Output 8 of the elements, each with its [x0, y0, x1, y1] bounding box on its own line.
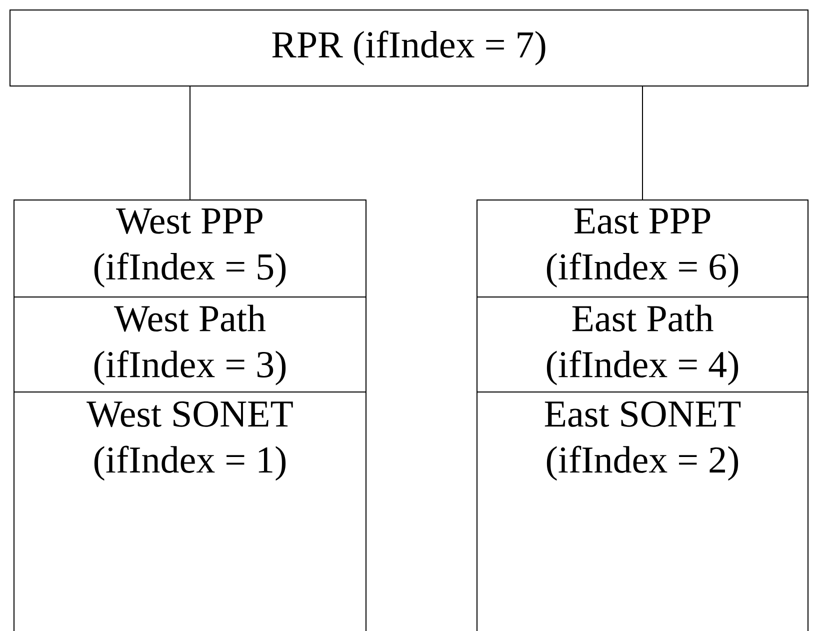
title-box: RPR (ifIndex = 7)	[10, 10, 808, 86]
layer-box: West SONET (ifIndex = 1)	[14, 392, 366, 631]
layer-box: West Path (ifIndex = 3)	[14, 296, 366, 392]
layer-box: East Path (ifIndex = 4)	[476, 296, 808, 392]
layer-box: East PPP (ifIndex = 6)	[476, 200, 808, 298]
layer-box: East SONET (ifIndex = 2)	[476, 392, 808, 631]
layer-box: West PPP (ifIndex = 5)	[14, 200, 366, 298]
connector-line	[642, 86, 643, 200]
